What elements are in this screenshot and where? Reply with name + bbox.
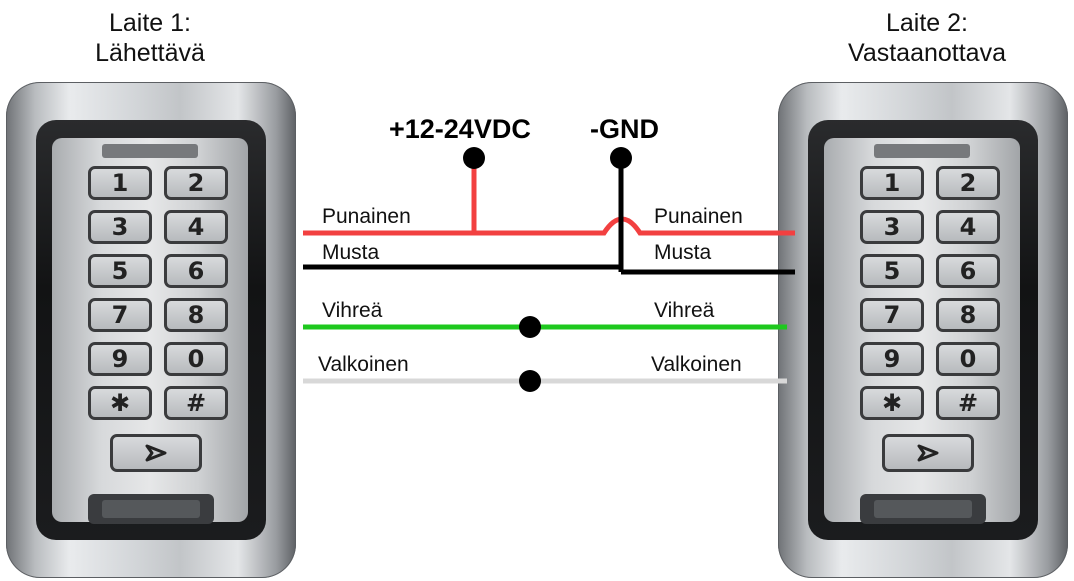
- device-2-title-line1: Laite 2:: [885, 9, 968, 37]
- wire-label-green-right: Vihreä: [654, 299, 715, 322]
- terminal-ground: [610, 147, 632, 169]
- key-enter: [110, 434, 202, 472]
- keypad-led-slot: [102, 144, 198, 158]
- positive-supply-label: +12-24VDC: [389, 114, 531, 144]
- device-1-title: Laite 1: Lähettävä: [40, 8, 260, 68]
- key-star: ✱: [88, 386, 152, 420]
- key-3: 3: [88, 210, 152, 244]
- key-star: ✱: [860, 386, 924, 420]
- key-1: 1: [860, 166, 924, 200]
- key-hash: #: [936, 386, 1000, 420]
- key-6: 6: [936, 254, 1000, 288]
- junction-white: [519, 370, 541, 392]
- bell-icon: [917, 444, 939, 462]
- keypad-led-slot: [874, 144, 970, 158]
- key-4: 4: [164, 210, 228, 244]
- key-8: 8: [164, 298, 228, 332]
- key-1: 1: [88, 166, 152, 200]
- key-9: 9: [88, 342, 152, 376]
- key-hash: #: [164, 386, 228, 420]
- wire-label-green-left: Vihreä: [322, 299, 383, 322]
- wire-label-black-left: Musta: [322, 241, 380, 264]
- wire-label-white-left: Valkoinen: [318, 353, 409, 376]
- ground-label: -GND: [590, 114, 659, 144]
- terminal-positive: [463, 147, 485, 169]
- key-2: 2: [936, 166, 1000, 200]
- wire-label-red-right: Punainen: [654, 205, 743, 228]
- key-5: 5: [860, 254, 924, 288]
- key-0: 0: [164, 342, 228, 376]
- key-6: 6: [164, 254, 228, 288]
- key-enter: [882, 434, 974, 472]
- key-3: 3: [860, 210, 924, 244]
- wire-label-red-left: Punainen: [322, 205, 411, 228]
- keypad-card-reader-window: [102, 500, 200, 518]
- device-2-title-line2: Vastaanottava: [848, 39, 1006, 67]
- device-2-title: Laite 2: Vastaanottava: [817, 8, 1037, 68]
- key-7: 7: [860, 298, 924, 332]
- wire-label-black-right: Musta: [654, 241, 712, 264]
- device-1-title-line1: Laite 1:: [108, 9, 191, 37]
- junction-green: [519, 316, 541, 338]
- keypad-card-reader-window: [874, 500, 972, 518]
- bell-icon: [145, 444, 167, 462]
- key-2: 2: [164, 166, 228, 200]
- key-9: 9: [860, 342, 924, 376]
- key-7: 7: [88, 298, 152, 332]
- wire-label-white-right: Valkoinen: [651, 353, 742, 376]
- key-8: 8: [936, 298, 1000, 332]
- key-5: 5: [88, 254, 152, 288]
- device-1-title-line2: Lähettävä: [95, 39, 205, 67]
- key-0: 0: [936, 342, 1000, 376]
- key-4: 4: [936, 210, 1000, 244]
